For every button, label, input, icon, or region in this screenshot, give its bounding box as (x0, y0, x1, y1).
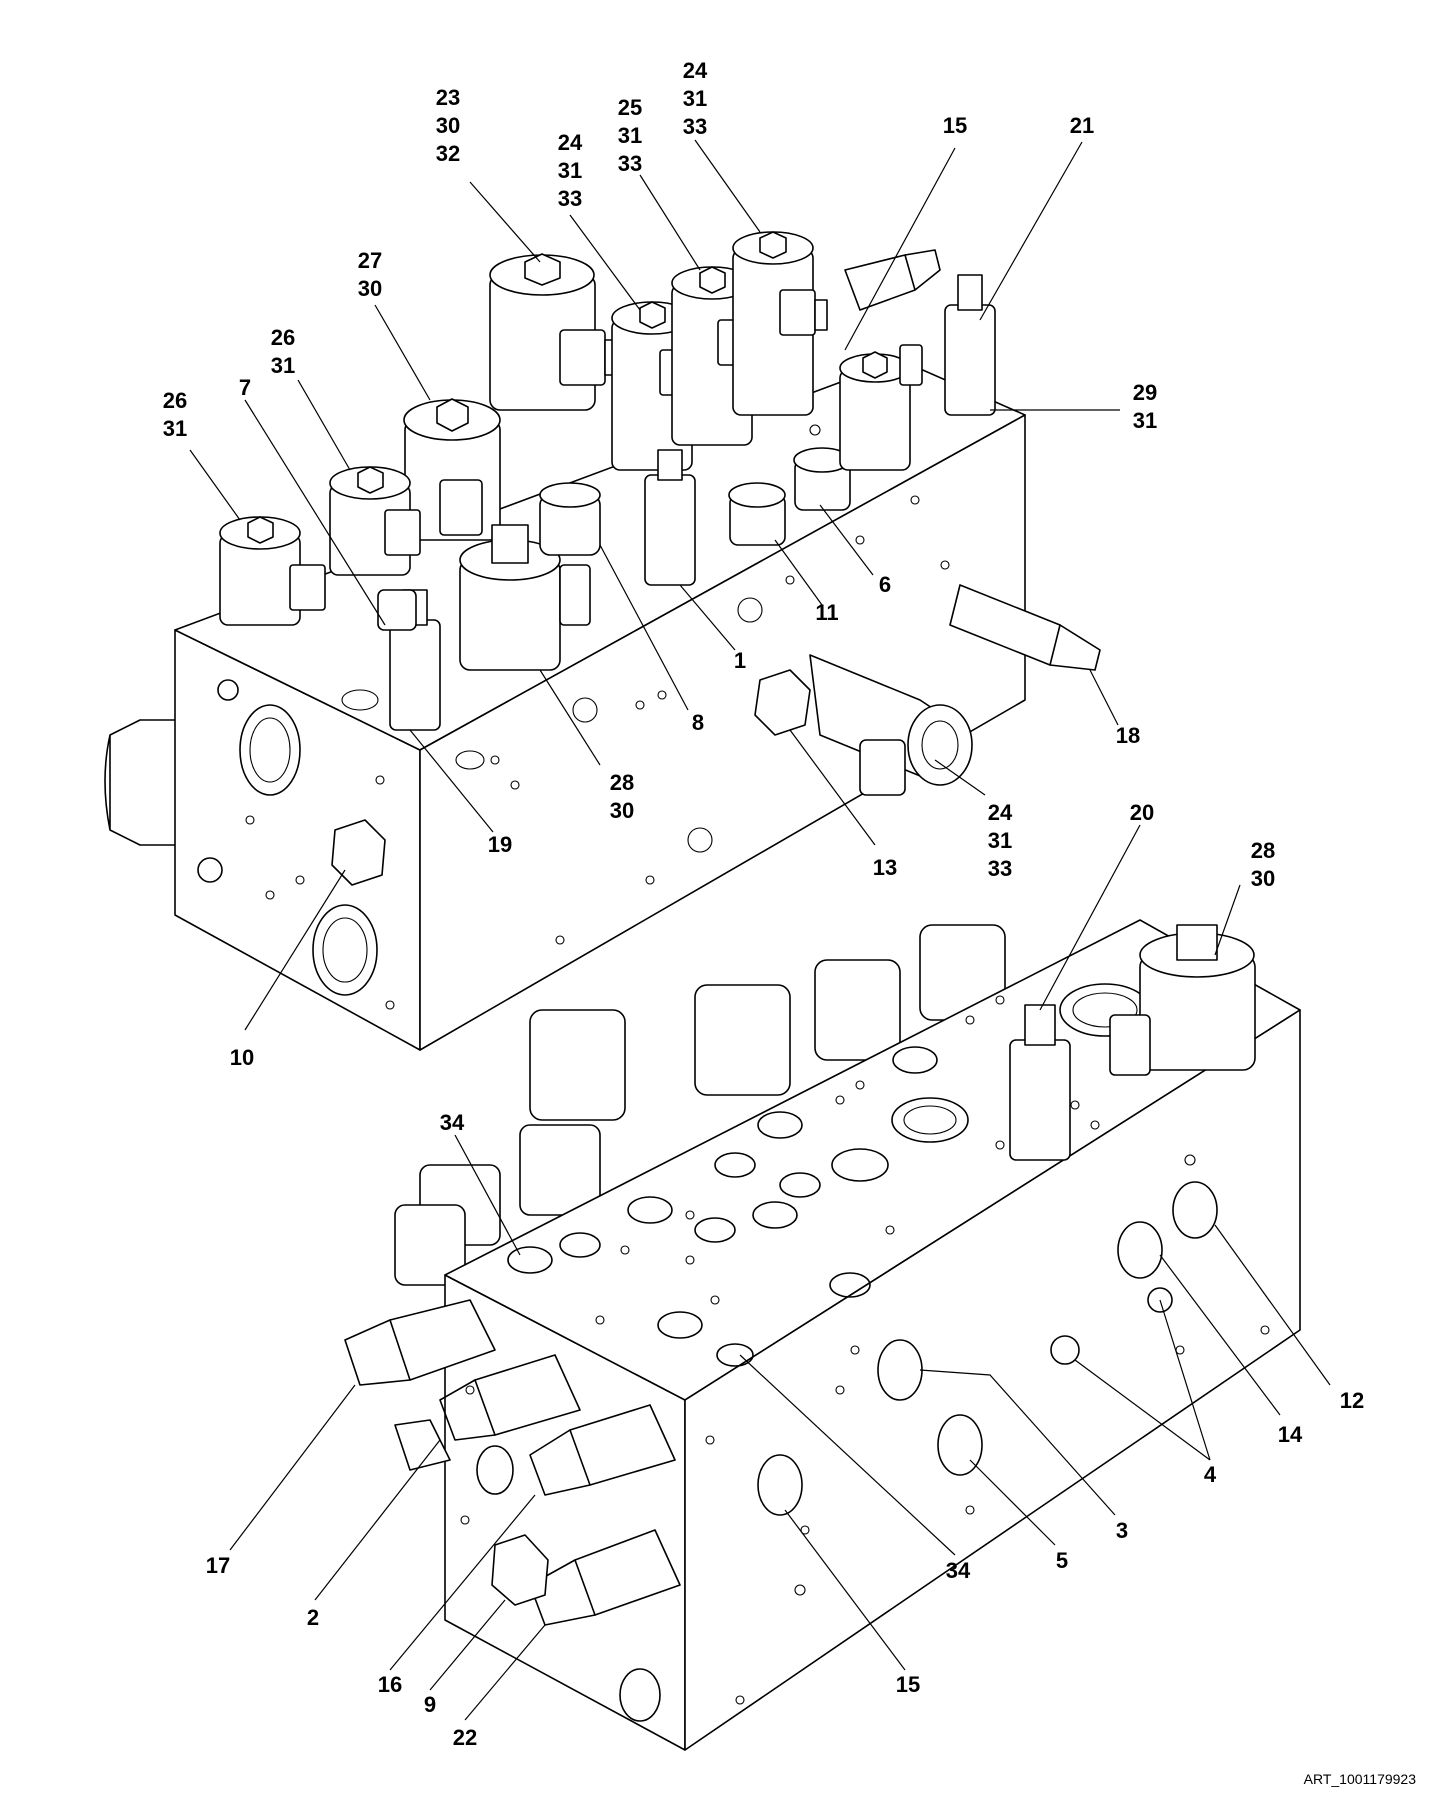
callout-number: 23 (436, 85, 460, 110)
callout-number: 24 (988, 800, 1013, 825)
callout-number: 7 (239, 375, 251, 400)
callout-number: 2 (307, 1605, 319, 1630)
callout-number: 4 (1204, 1462, 1217, 1487)
callout-number: 26 (163, 388, 187, 413)
callout-number: 27 (358, 248, 382, 273)
callout-8: 8 (692, 710, 704, 735)
callout-15-top: 15 (943, 113, 967, 138)
callout-19: 19 (488, 832, 512, 857)
callout-5: 5 (1056, 1548, 1068, 1573)
callout-18: 18 (1116, 723, 1140, 748)
callout-22: 22 (453, 1725, 477, 1750)
lower-manifold-block (344, 919, 1301, 1751)
callout-number: 3 (1116, 1518, 1128, 1543)
callout-number: 17 (206, 1553, 230, 1578)
callout-number: 34 (440, 1110, 465, 1135)
callout-number: 31 (163, 416, 187, 441)
callout-number: 29 (1133, 380, 1157, 405)
callout-number: 20 (1130, 800, 1154, 825)
callout-24-31-33-mid: 24 31 33 (558, 130, 583, 211)
callout-number: 24 (558, 130, 583, 155)
callout-number: 15 (896, 1672, 920, 1697)
callout-number: 19 (488, 832, 512, 857)
callout-number: 33 (988, 856, 1012, 881)
callout-number: 28 (1251, 838, 1275, 863)
callout-24-31-33-low: 24 31 33 (988, 800, 1013, 881)
callout-number: 34 (946, 1558, 971, 1583)
callout-number: 18 (1116, 723, 1140, 748)
callout-number: 8 (692, 710, 704, 735)
callout-number: 30 (358, 276, 382, 301)
callout-number: 31 (988, 828, 1012, 853)
callout-20: 20 (1130, 800, 1154, 825)
callout-13: 13 (873, 855, 897, 880)
callout-34-low: 34 (946, 1558, 971, 1583)
callout-number: 16 (378, 1672, 402, 1697)
callout-number: 12 (1340, 1388, 1364, 1413)
callout-number: 30 (610, 798, 634, 823)
callout-number: 31 (271, 353, 295, 378)
callout-number: 11 (815, 600, 838, 625)
callout-34-top: 34 (440, 1110, 465, 1135)
upper-solenoid-valves (219, 231, 1101, 886)
callout-number: 25 (618, 95, 642, 120)
callout-number: 31 (618, 123, 642, 148)
callout-1: 1 (734, 648, 746, 673)
callout-number: 15 (943, 113, 967, 138)
callout-number: 9 (424, 1692, 436, 1717)
callout-number: 31 (558, 158, 582, 183)
callout-number: 28 (610, 770, 634, 795)
callout-number: 26 (271, 325, 295, 350)
callout-number: 24 (683, 58, 708, 83)
callout-14: 14 (1278, 1422, 1303, 1447)
callout-24-31-33-top: 24 31 33 (683, 58, 708, 139)
callout-number: 30 (436, 113, 460, 138)
callout-3: 3 (1116, 1518, 1128, 1543)
callout-number: 30 (1251, 866, 1275, 891)
callout-number: 10 (230, 1045, 254, 1070)
callout-number: 32 (436, 141, 460, 166)
callout-16: 16 (378, 1672, 402, 1697)
callout-9: 9 (424, 1692, 436, 1717)
callout-number: 1 (734, 648, 746, 673)
art-id-label: ART_1001179923 (1303, 1771, 1416, 1787)
callout-10: 10 (230, 1045, 254, 1070)
callout-number: 22 (453, 1725, 477, 1750)
callout-6: 6 (879, 572, 891, 597)
callout-number: 33 (618, 151, 642, 176)
callout-number: 21 (1070, 113, 1094, 138)
callout-2: 2 (307, 1605, 319, 1630)
callout-17: 17 (206, 1553, 230, 1578)
callout-12: 12 (1340, 1388, 1364, 1413)
callout-number: 33 (558, 186, 582, 211)
callout-number: 5 (1056, 1548, 1068, 1573)
callout-21: 21 (1070, 113, 1094, 138)
callout-number: 13 (873, 855, 897, 880)
callout-number: 33 (683, 114, 707, 139)
callout-number: 31 (1133, 408, 1157, 433)
callout-25-31-33: 25 31 33 (618, 95, 642, 176)
callout-number: 6 (879, 572, 891, 597)
callout-11: 11 (815, 600, 838, 625)
callout-4: 4 (1204, 1462, 1217, 1487)
callout-number: 31 (683, 86, 707, 111)
callout-7: 7 (239, 375, 251, 400)
callout-15-low: 15 (896, 1672, 920, 1697)
callout-23-30-32: 23 30 32 (436, 85, 460, 166)
callout-number: 14 (1278, 1422, 1303, 1447)
leader-lines (189, 139, 1331, 1721)
